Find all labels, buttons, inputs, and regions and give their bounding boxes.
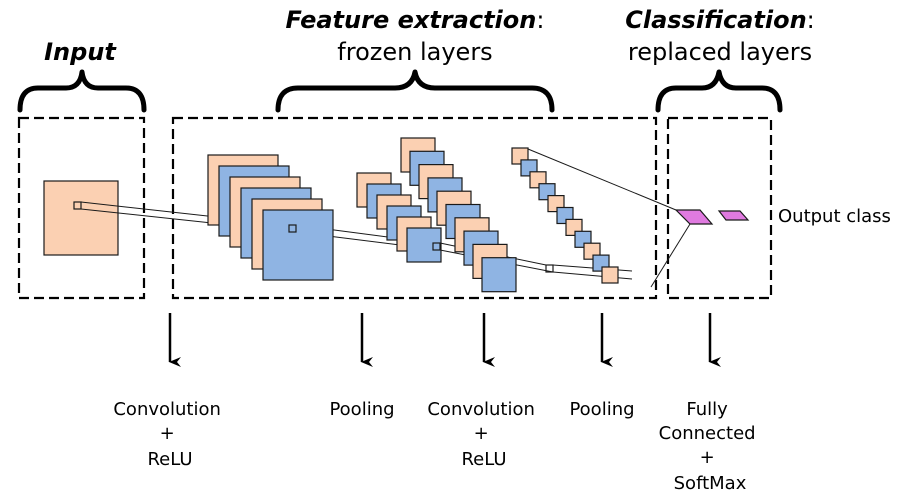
fc-node-1 xyxy=(674,209,714,225)
feature-title-bold: Feature extraction xyxy=(286,6,537,34)
conv2-feature-maps xyxy=(400,137,517,293)
operation-label-pooling-1: Pooling xyxy=(329,399,394,420)
feature-box xyxy=(171,116,658,300)
operation-label-conv-relu-1: Convolution + ReLU xyxy=(113,399,226,470)
input-box xyxy=(17,116,146,300)
feature-map xyxy=(481,257,517,293)
connection-line xyxy=(527,148,677,211)
input-image xyxy=(43,180,119,256)
pool2-feature-maps xyxy=(511,147,619,284)
classification-title: Classification: xyxy=(625,6,815,34)
receptive-field-window xyxy=(73,201,82,210)
feature-subtitle: frozen layers xyxy=(337,38,492,66)
feature-map xyxy=(262,209,334,281)
input-brace xyxy=(17,69,147,113)
connection-line xyxy=(650,223,691,288)
feature-map-stacks xyxy=(73,137,619,293)
conv1-feature-maps xyxy=(207,154,334,281)
feature-map xyxy=(406,227,442,263)
receptive-field-window xyxy=(545,264,554,273)
classification-box xyxy=(666,116,773,300)
operation-label-fully-connected: Fully Connected + SoftMax xyxy=(659,399,762,494)
operation-label-conv-relu-2: Convolution + ReLU xyxy=(427,399,540,470)
connection-line xyxy=(552,271,633,280)
feature-map xyxy=(601,266,619,284)
classification-brace xyxy=(655,69,783,113)
output-class-label: Output class xyxy=(778,206,891,227)
receptive-field-window xyxy=(432,242,441,251)
operation-label-pooling-2: Pooling xyxy=(569,399,634,420)
feature-brace xyxy=(275,69,555,113)
receptive-field-window xyxy=(288,224,297,233)
feature-title-colon: : xyxy=(536,6,544,34)
pool1-feature-maps xyxy=(356,172,442,263)
classification-title-colon: : xyxy=(807,6,815,34)
fc-node-2 xyxy=(717,210,750,221)
classification-title-bold: Classification xyxy=(625,6,806,34)
input-title: Input xyxy=(44,38,117,66)
classification-subtitle: replaced layers xyxy=(628,38,812,66)
feature-title: Feature extraction: xyxy=(286,6,545,34)
